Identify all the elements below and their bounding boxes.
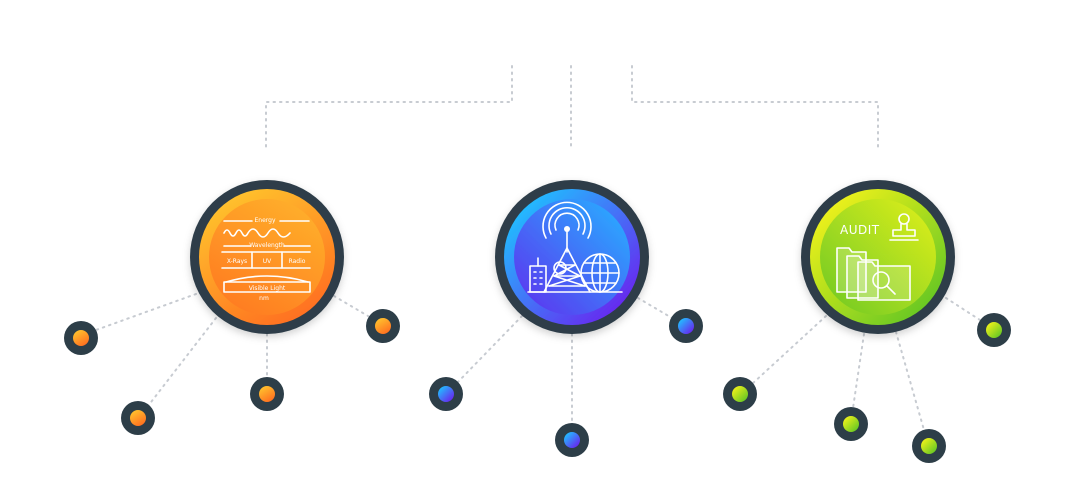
node-orange-4: [366, 309, 400, 343]
hub-audit: [801, 180, 955, 334]
electromagnetic-spectrum-icon: Energy Wavelength X-Rays UV Radio Visibl…: [221, 217, 311, 302]
nm-label: nm: [259, 295, 269, 302]
radio-label: Radio: [289, 258, 306, 265]
node-orange-3: [250, 377, 284, 411]
node-blue-2: [555, 423, 589, 457]
satellite-nodes: [64, 309, 1011, 463]
energy-label: Energy: [254, 217, 275, 224]
top-connectors: [265, 65, 879, 151]
hub-spectrum: [190, 180, 344, 334]
node-green-2: [834, 407, 868, 441]
node-green-4: [977, 313, 1011, 347]
node-green-3: [912, 429, 946, 463]
node-blue-1: [429, 377, 463, 411]
audit-label: AUDIT: [840, 223, 880, 237]
uv-label: UV: [263, 258, 272, 265]
radio-tower-globe-icon: [527, 201, 623, 293]
visible-light-label: Visible Light: [249, 285, 286, 292]
spoke-connectors: [95, 293, 981, 431]
xrays-label: X-Rays: [227, 258, 247, 265]
audit-folders-stamp-icon: AUDIT: [836, 213, 919, 301]
wavelength-label: Wavelength: [249, 242, 285, 249]
node-blue-3: [669, 309, 703, 343]
node-orange-2: [121, 401, 155, 435]
node-orange-1: [64, 321, 98, 355]
node-green-1: [723, 377, 757, 411]
